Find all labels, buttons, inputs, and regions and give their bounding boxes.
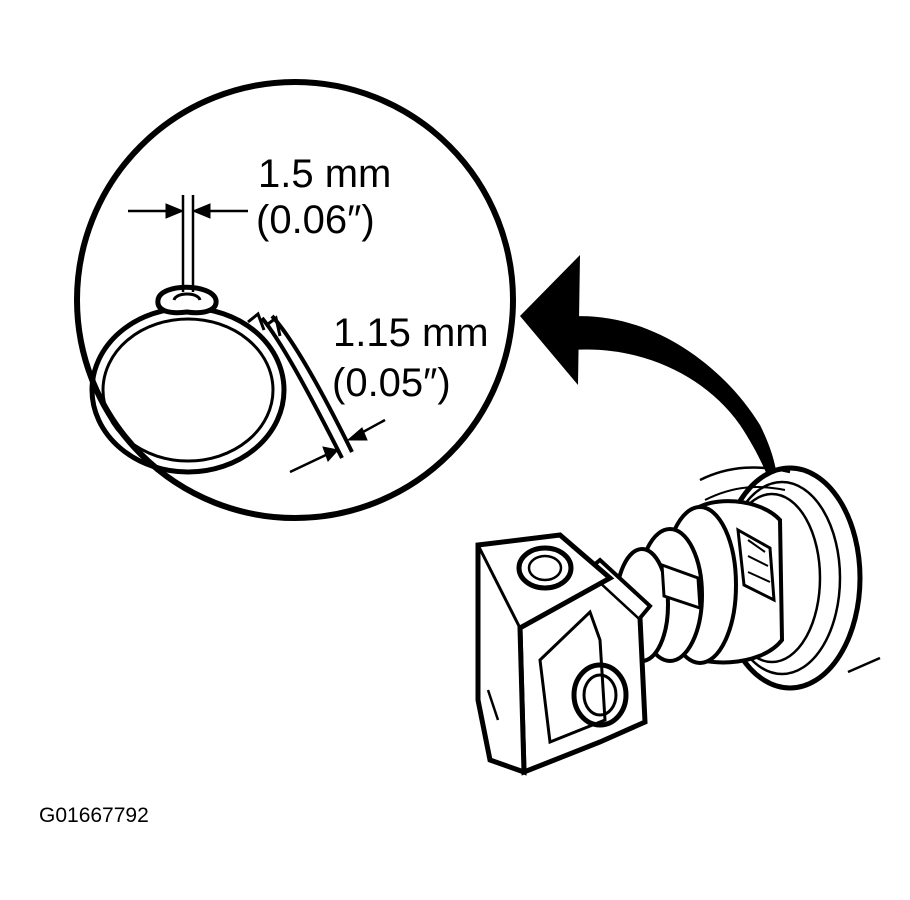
pointer-arrow [520,255,779,505]
detail-view: 1.5 mm (0.06″) 1.15 mm (0.05″) [74,79,516,521]
clamp-ring [89,284,354,475]
detail-circle [74,79,516,521]
figure-code: G01667792 [39,804,149,827]
top-dimension-inch: (0.06″) [256,198,375,242]
side-dimension-mm: 1.15 mm [333,311,489,355]
yoke-bore [571,662,629,728]
shaft-assembly [475,465,881,776]
housing-bore [516,545,574,591]
housing [475,532,615,776]
arrow-head-icon [520,255,580,385]
side-dimension-inch: (0.05″) [332,361,451,405]
top-dimension-mm: 1.5 mm [258,152,391,196]
side-dimension-label: 1.15 mm (0.05″) [332,311,489,405]
side-dimension-lines [289,418,386,474]
top-dimension-label: 1.5 mm (0.06″) [256,152,391,242]
top-dimension-lines [128,195,248,292]
